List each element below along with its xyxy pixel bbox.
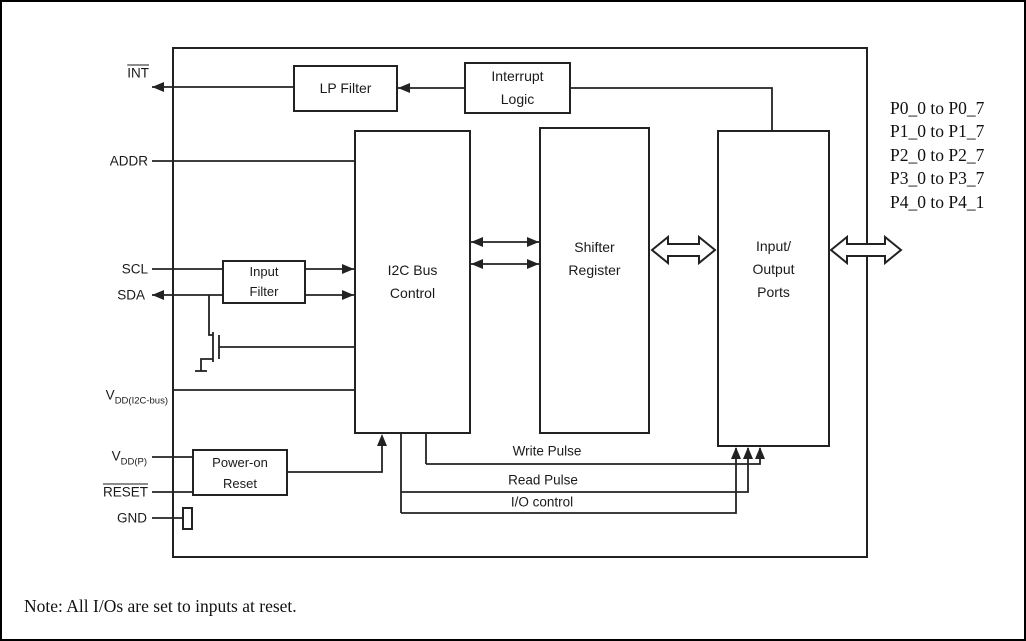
read-pulse-label: Read Pulse — [508, 472, 578, 488]
arrowhead-group — [152, 82, 765, 459]
pin-vdd-i2c-sub: DD(I2C-bus) — [114, 395, 168, 407]
int-arrowhead — [152, 82, 164, 92]
pin-reset: RESET — [102, 484, 148, 500]
port-range: P4_0 to P4_1 — [890, 191, 985, 212]
pin-vdd-p: VDD(P) — [112, 449, 147, 468]
interrupt-ports-wire — [571, 87, 773, 130]
por-output-wire — [288, 445, 383, 473]
port-range: P3_0 to P3_7 — [890, 168, 985, 189]
shifter-wire2-right-arrowhead — [527, 259, 539, 269]
block-interrupt-logic: Interrupt Logic — [464, 62, 571, 114]
block-shifter-register: Shifter Register — [539, 127, 650, 434]
port-range: P2_0 to P2_7 — [890, 144, 985, 165]
io-control-label: I/O control — [510, 494, 574, 510]
pin-scl: SCL — [121, 261, 148, 277]
pin-vdd-i2c-base: V — [105, 387, 115, 403]
transistor-source-wire — [200, 358, 213, 371]
write-pulse-label: Write Pulse — [512, 443, 582, 459]
block-input-filter: Input Filter — [222, 260, 306, 304]
gnd-pin-symbol — [182, 507, 193, 530]
port-range: P0_0 to P0_7 — [890, 98, 985, 118]
write-pulse-wire — [426, 448, 761, 465]
ports-pins-bus-arrow — [829, 234, 903, 266]
por-arrowhead — [377, 434, 387, 446]
block-power-on-reset: Power-on Reset — [192, 449, 288, 496]
filter-sda-arrowhead — [342, 290, 354, 300]
block-lp-filter: LP Filter — [293, 65, 398, 112]
pin-vdd-i2c-bus: VDD(I2C-bus) — [106, 388, 168, 407]
shifter-wire1-left-arrowhead — [471, 237, 483, 247]
shifter-ports-bus-arrow — [650, 234, 717, 266]
io-control-wire — [401, 448, 737, 514]
shifter-wire1-right-arrowhead — [527, 237, 539, 247]
chip-boundary — [172, 47, 868, 558]
port-range: P1_0 to P1_7 — [890, 121, 985, 142]
sda-transistor-drain-wire — [208, 295, 213, 336]
write-pulse-arrowhead — [755, 447, 765, 459]
pin-addr: ADDR — [109, 153, 148, 169]
read-pulse-wire — [401, 448, 749, 493]
io-control-arrowhead — [731, 447, 741, 459]
block-i2c-bus-control: I2C Bus Control — [354, 130, 471, 434]
bus-arrow-group — [650, 234, 903, 266]
lpfilter-arrowhead — [398, 83, 410, 93]
filter-scl-arrowhead — [342, 264, 354, 274]
pin-sda: SDA — [117, 287, 145, 303]
pin-int: INT — [127, 65, 149, 81]
read-pulse-arrowhead — [743, 447, 753, 459]
pin-gnd: GND — [117, 510, 147, 526]
port-range-list: P0_0 to P0_7 P1_0 to P1_7 P2_0 to P2_7 P… — [890, 97, 984, 214]
pin-vdd-p-sub: DD(P) — [120, 456, 147, 468]
reset-note: Note: All I/Os are set to inputs at rese… — [24, 596, 297, 616]
wire-group — [152, 86, 773, 519]
shifter-wire2-left-arrowhead — [471, 259, 483, 269]
pin-vdd-p-base: V — [111, 448, 121, 464]
block-io-ports: Input/ Output Ports — [717, 130, 830, 447]
sda-out-arrowhead — [152, 290, 164, 300]
